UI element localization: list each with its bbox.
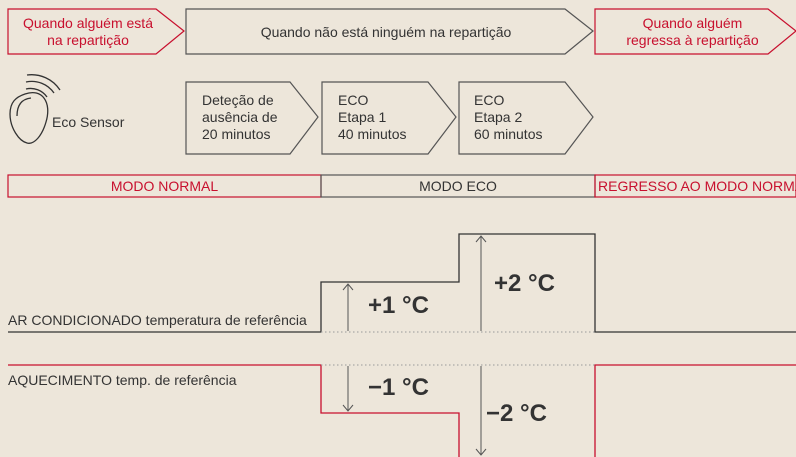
cooling-step2-arrow: [475, 235, 487, 331]
cooling-step1-value: +1 °C: [368, 292, 429, 319]
cooling-step1-arrow: [342, 283, 354, 331]
heating-label: AQUECIMENTO temp. de referência: [8, 372, 237, 388]
heating-return-line: [594, 364, 796, 457]
heating-setpoint-line: [8, 364, 460, 457]
phase-present-arrow: [7, 8, 185, 55]
phase-present-label: Quando alguém está na repartição: [23, 15, 153, 48]
phase-absent-arrow: [185, 8, 594, 55]
step-arrow-eco1: [321, 81, 457, 155]
mode-eco-label: MODO ECO: [419, 178, 497, 194]
step-detection-label: Deteção de ausência de 20 minutos: [202, 92, 278, 142]
step-arrow-eco2: [458, 81, 594, 155]
phase-absent-label: Quando não está ninguém na repartição: [260, 24, 512, 40]
step-eco1-label: ECO Etapa 1 40 minutos: [338, 92, 407, 142]
step-eco2-label: ECO Etapa 2 60 minutos: [474, 92, 543, 142]
mode-return-box: [594, 174, 796, 198]
phase-return-arrow: [594, 8, 796, 55]
eco-sensor-icon: [9, 74, 61, 144]
heating-step1-arrow: [342, 366, 354, 412]
heating-step2-value: −2 °C: [486, 400, 547, 427]
mode-normal-label: MODO NORMAL: [110, 178, 219, 194]
mode-return-label: REGRESSO AO MODO NORMAL: [598, 178, 796, 194]
cooling-setpoint-line: [8, 233, 796, 333]
phase-return-label: Quando alguém regressa à repartição: [626, 15, 759, 48]
cooling-step2-value: +2 °C: [494, 270, 555, 297]
heating-step2-arrow: [475, 366, 487, 456]
heating-step1-value: −1 °C: [368, 374, 429, 401]
step-arrow-detection: [185, 81, 319, 155]
cooling-label: AR CONDICIONADO temperatura de referênci…: [8, 312, 307, 328]
eco-sensor-label: Eco Sensor: [52, 114, 125, 130]
